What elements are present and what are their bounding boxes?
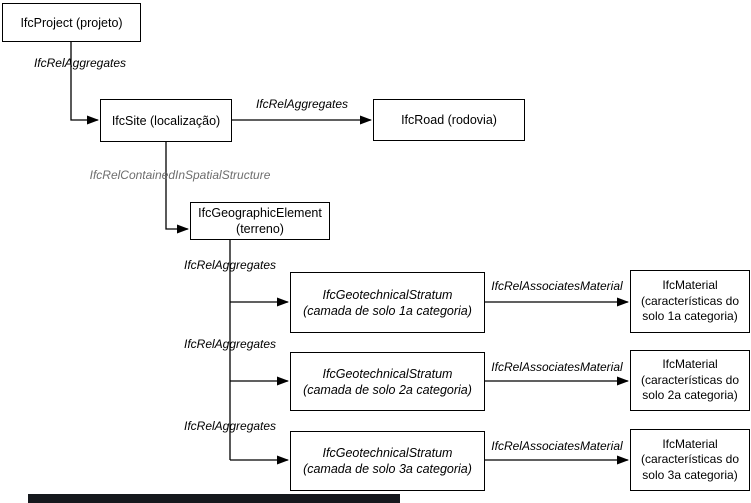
ifcmaterial-3-box: IfcMaterial (características do solo 3a … [630,429,750,491]
ifcroad-label: IfcRoad (rodovia) [401,113,497,127]
material-1-label-line1: IfcMaterial [662,278,718,293]
edge-label-geo-stratum-1: IfcRelAggregates [184,258,277,272]
material-2-label-line3: solo 2a categoria) [642,388,738,403]
ifcgeographicelement-label-line1: IfcGeographicElement [198,206,322,220]
edge-label-stratum-material-2: IfcRelAssociatesMaterial [491,360,623,374]
ifcgeotechnicalstratum-1-box: IfcGeotechnicalStratum (camada de solo 1… [290,272,485,333]
bottom-bar [28,494,400,503]
material-3-label-line1: IfcMaterial [662,436,718,451]
stratum-3-label-line1: IfcGeotechnicalStratum [322,446,453,460]
stratum-2-label-line2: (camada de solo 2a categoria) [303,382,472,397]
material-1-label-line2: (características do [640,293,740,308]
ifcroad-box: IfcRoad (rodovia) [373,99,525,141]
edge-label-site-road: IfcRelAggregates [255,97,349,111]
ifcmaterial-1-box: IfcMaterial (características do solo 1a … [630,270,750,333]
ifcgeographicelement-box: IfcGeographicElement (terreno) [190,202,330,240]
material-3-label-line2: (características do [640,452,740,467]
ifcgeotechnicalstratum-3-box: IfcGeotechnicalStratum (camada de solo 3… [290,431,485,491]
ifcsite-label: IfcSite (localização) [111,113,221,128]
edge-label-geo-stratum-3: IfcRelAggregates [184,419,277,433]
edge-label-stratum-material-1: IfcRelAssociatesMaterial [491,279,623,293]
material-2-label-line2: (características do [640,372,740,387]
stratum-3-label-line2: (camada de solo 3a categoria) [303,462,472,476]
edge-label-geo-stratum-2: IfcRelAggregates [184,337,277,351]
material-2-label-line1: IfcMaterial [662,357,718,372]
edge-label-project-site: IfcRelAggregates [33,56,127,70]
edge-label-stratum-material-3: IfcRelAssociatesMaterial [491,439,623,453]
edge-site-geographic [165,142,189,234]
ifcgeographicelement-label-line2: (terreno) [236,222,284,236]
stratum-1-label-line2: (camada de solo 1a categoria) [303,303,472,318]
ifcmaterial-2-box: IfcMaterial (características do solo 2a … [630,350,750,411]
edge-project-site [70,42,99,125]
material-1-label-line3: solo 1a categoria) [642,309,738,324]
edge-label-site-geographic: IfcRelContainedInSpatialStructure [89,168,271,182]
stratum-2-label-line1: IfcGeotechnicalStratum [322,366,453,381]
ifcgeotechnicalstratum-2-box: IfcGeotechnicalStratum (camada de solo 2… [290,352,485,411]
stratum-1-label-line1: IfcGeotechnicalStratum [322,287,453,302]
ifcproject-label: IfcProject (projeto) [20,15,123,30]
material-3-label-line3: solo 3a categoria) [642,467,738,482]
ifcproject-box: IfcProject (projeto) [2,3,141,42]
ifcsite-box: IfcSite (localização) [100,99,232,142]
